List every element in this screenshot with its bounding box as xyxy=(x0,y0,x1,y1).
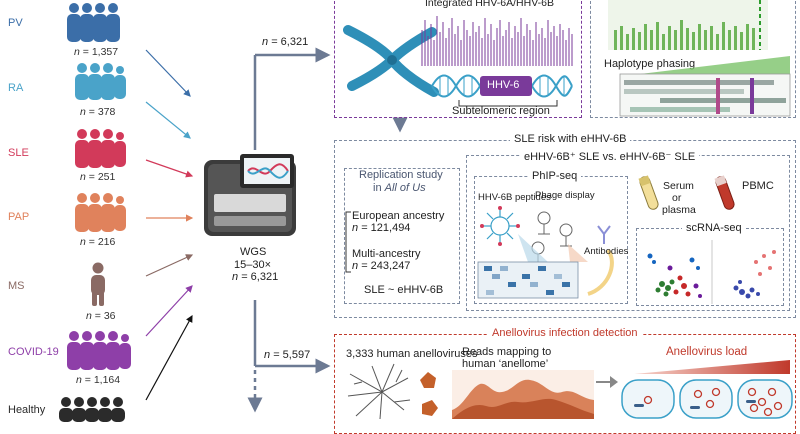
arrow-healthy xyxy=(145,314,193,401)
comparison-title: eHHV-6B⁺ SLE vs. eHHV-6B⁻ SLE xyxy=(520,150,700,163)
haplotype-label: Haplotype phasing xyxy=(604,58,696,70)
haplotype-tracks xyxy=(619,73,791,117)
people-icon-sle xyxy=(75,129,126,168)
serum-label-line2: or xyxy=(672,192,682,204)
branch-bottom-n: n = 5,597 xyxy=(264,349,311,361)
arrow-pv xyxy=(145,49,191,97)
serum-label-line1: Serum xyxy=(663,180,694,192)
peptides-label: HHV-6B peptides xyxy=(478,192,551,203)
phip-illustration xyxy=(477,206,614,299)
cohort-n-ra: n = 378 xyxy=(80,106,116,118)
hhv6-gene-label: HHV-6 xyxy=(487,79,520,91)
subtelomeric-bracket xyxy=(458,100,558,107)
phage-label: Phage display xyxy=(535,190,595,201)
arrow-ms xyxy=(145,254,194,277)
anello-load-label: Anellovirus load xyxy=(666,346,748,358)
reads-label-line1: Reads mapping to xyxy=(462,346,552,358)
arrow-sle xyxy=(145,159,194,178)
integration-title: Integrated HHV-6A/HHV-6B xyxy=(425,0,554,9)
cohort-n-ms: n = 36 xyxy=(86,310,116,322)
cohort-label-sle: SLE xyxy=(8,147,29,159)
cohort-label-healthy: Healthy xyxy=(8,404,46,416)
cohort-label-ms: MS xyxy=(8,280,25,292)
cohort-n-pv: n = 1,357 xyxy=(74,46,119,58)
load-gradient-wedge xyxy=(634,360,790,374)
wgs-coverage: 15–30× xyxy=(234,259,272,271)
replication-box xyxy=(344,168,460,304)
people-icon-pv xyxy=(67,3,120,42)
sle-risk-title: SLE risk with eHHV-6B xyxy=(510,133,631,145)
person-icon-ms xyxy=(91,262,105,306)
coverage-profile xyxy=(452,370,594,419)
people-icon-pap xyxy=(75,193,126,232)
cell-load-icons xyxy=(621,379,793,419)
scrna-title: scRNA-seq xyxy=(682,222,746,234)
replication-title-line1: Replication study xyxy=(359,169,443,181)
zoom-wedge xyxy=(640,56,790,74)
arrow-ra xyxy=(145,101,191,139)
chromosome-icon xyxy=(343,25,439,97)
branch-top-n: n = 6,321 xyxy=(262,36,309,48)
cohort-n-pap: n = 216 xyxy=(80,236,116,248)
anello-title: Anellovirus infection detection xyxy=(488,327,642,339)
cohort-arrows xyxy=(145,47,408,413)
people-icon-ra xyxy=(75,63,126,100)
european-ancestry-label: European ancestry xyxy=(352,210,445,222)
pbmc-tube-icon xyxy=(714,175,735,210)
arrow-covid xyxy=(145,285,193,337)
phip-title: PhIP-seq xyxy=(528,170,582,182)
integration-panel xyxy=(334,0,582,118)
reads-label-line2: human ‘anellome’ xyxy=(462,358,549,370)
anello-count-label: 3,333 human anelloviruses xyxy=(346,348,478,360)
ancestry-bracket xyxy=(345,211,351,273)
replication-title-line2: in All of Us xyxy=(373,182,426,194)
serum-label-line3: plasma xyxy=(662,204,696,216)
european-ancestry-n: n = 121,494 xyxy=(352,222,411,234)
arrow-to-load-icon xyxy=(596,376,618,388)
integration-signal xyxy=(421,16,573,66)
cohort-label-ra: RA xyxy=(8,82,24,94)
sequencer-icon xyxy=(204,154,296,236)
cohort-n-sle: n = 251 xyxy=(80,171,116,183)
pbmc-label: PBMC xyxy=(742,180,774,192)
dna-helix-icon xyxy=(431,74,573,98)
wgs-n: n = 6,321 xyxy=(232,271,279,283)
cohort-n-covid: n = 1,164 xyxy=(76,374,121,386)
multi-ancestry-n: n = 243,247 xyxy=(352,260,411,272)
serum-tube-icon xyxy=(638,175,659,210)
association-label: SLE ~ eHHV-6B xyxy=(364,284,444,296)
manhattan-plot xyxy=(608,0,768,50)
subtelomeric-label: Subtelomeric region xyxy=(452,105,550,117)
people-icon-covid xyxy=(67,331,131,370)
phylo-tree-icon xyxy=(347,363,438,420)
scrna-umap xyxy=(647,240,776,304)
cohort-label-pv: PV xyxy=(8,17,23,29)
antibodies-label: Antibodies xyxy=(584,246,629,257)
haplotype-panel xyxy=(590,0,796,118)
cohort-label-covid: COVID-19 xyxy=(8,346,59,358)
cohort-label-pap: PAP xyxy=(8,211,30,223)
multi-ancestry-label: Multi-ancestry xyxy=(352,248,421,260)
wgs-title: WGS xyxy=(240,246,267,258)
